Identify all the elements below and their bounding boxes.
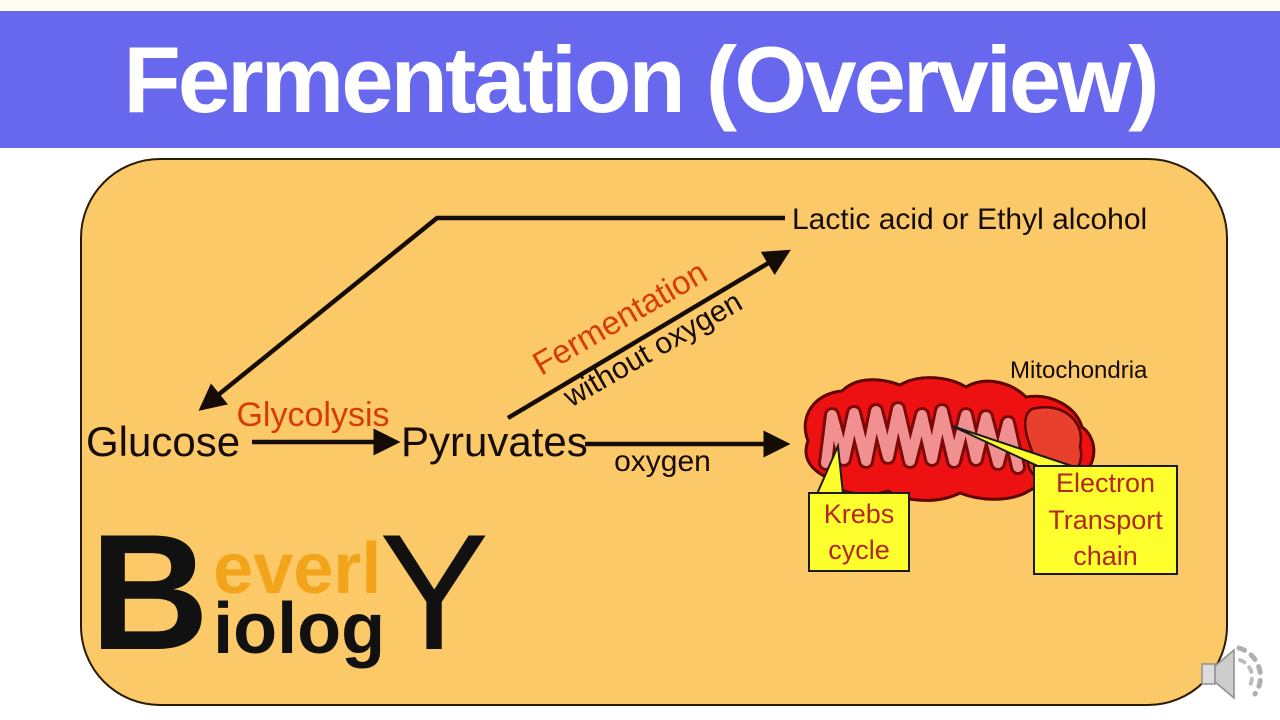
page-title: Fermentation (Overview) xyxy=(123,26,1159,132)
top-margin-strip xyxy=(0,0,1280,11)
mitochondria-label: Mitochondria xyxy=(1010,357,1148,384)
lactic-acid-label: Lactic acid or Ethyl alcohol xyxy=(792,203,1148,236)
etc-callout-line2: Transport xyxy=(1048,504,1163,535)
logo-iolog: iolog xyxy=(213,589,386,670)
krebs-callout-tail xyxy=(815,442,845,495)
speaker-icon[interactable] xyxy=(1196,642,1266,706)
pyruvates-label: Pyruvates xyxy=(401,418,588,465)
etc-callout-line3: chain xyxy=(1073,541,1138,572)
mitochondria-illustration xyxy=(803,376,1096,502)
title-banner: Fermentation (Overview) xyxy=(0,11,1280,148)
oxygen-label: oxygen xyxy=(614,445,711,478)
logo-middle-words: everl iolog xyxy=(213,529,386,670)
mitochondria-cristae xyxy=(821,404,1023,472)
diagram-content: Glucose Glycolysis Pyruvates oxygen Ferm… xyxy=(80,158,1228,706)
krebs-callout-line2: cycle xyxy=(828,535,890,565)
glucose-label: Glucose xyxy=(86,418,241,465)
logo-letter-y: Y xyxy=(379,500,490,684)
beverly-biology-logo: B everl iolog Y xyxy=(90,500,490,684)
etc-callout-tail xyxy=(951,425,1079,469)
logo-everl: everl xyxy=(213,529,382,609)
krebs-callout: Krebs cycle xyxy=(808,492,910,572)
logo-letter-b: B xyxy=(90,500,210,684)
flow-arrows xyxy=(198,215,1079,495)
arrow-lactic-to-glucose xyxy=(198,215,785,411)
krebs-callout-line1: Krebs xyxy=(823,498,895,529)
etc-callout-line1: Electron xyxy=(1055,468,1156,499)
glycolysis-label: Glycolysis xyxy=(236,396,390,434)
arrow-fermentation xyxy=(506,249,791,420)
etc-callout: Electron Transport chain xyxy=(1033,465,1178,575)
